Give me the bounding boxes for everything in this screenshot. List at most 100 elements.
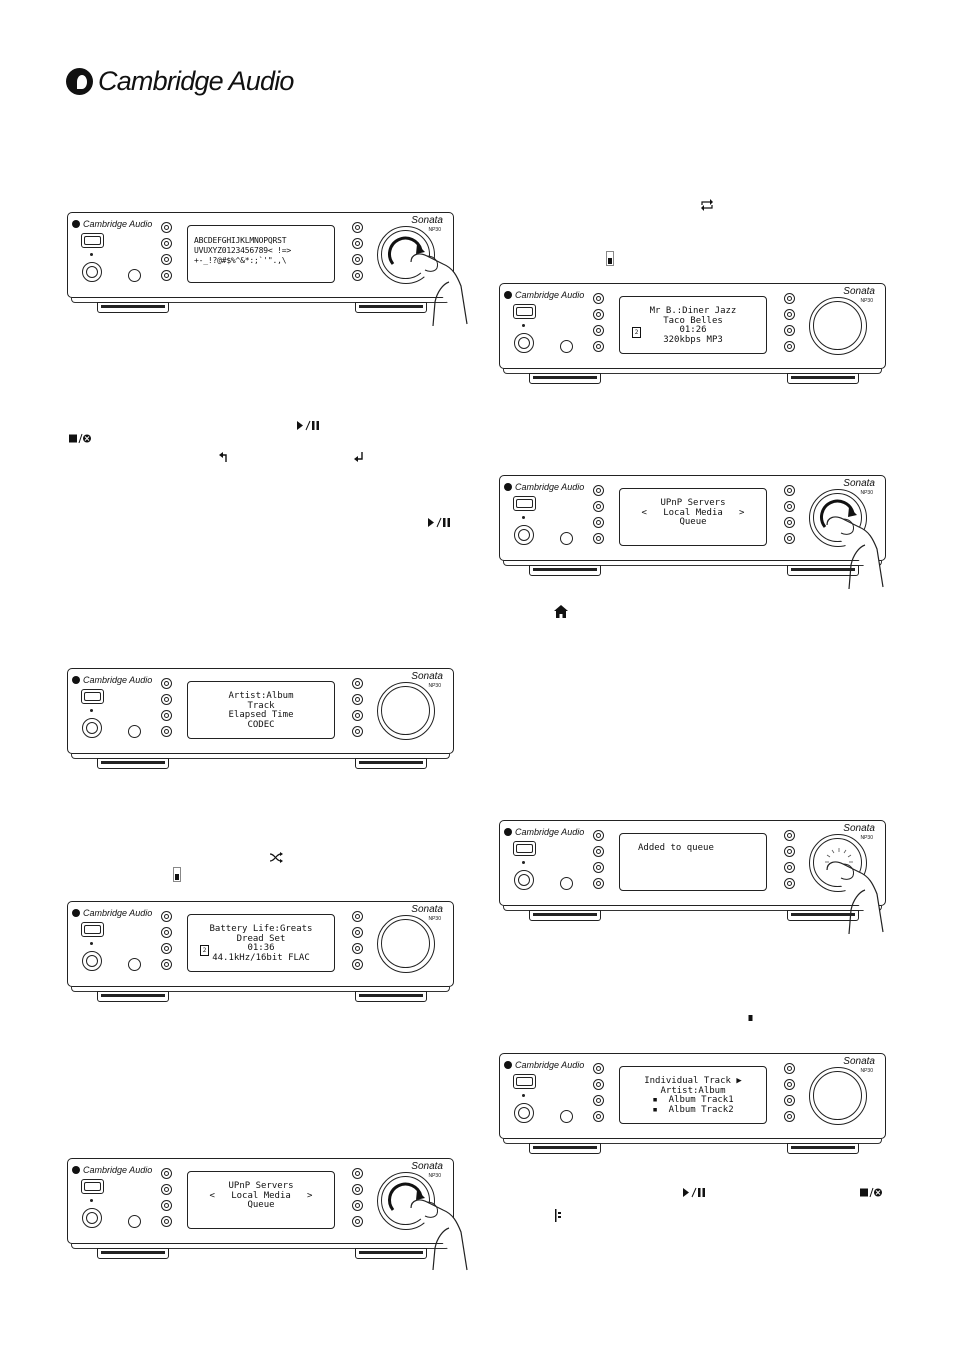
press-dial-icon (825, 848, 853, 863)
right-nav-buttons[interactable] (352, 1168, 363, 1232)
np30-unit-added-to-queue: Cambridge Audio Sonata NP30 Added to que… (499, 820, 886, 935)
unit-series: Sonata (411, 1161, 443, 1172)
standby-button[interactable] (513, 1074, 536, 1089)
display-text: ABCDEFGHIJKLMNOPQRST UVUXYZ0123456789< !… (194, 236, 291, 265)
rotate-arrow-icon (388, 236, 425, 265)
headphone-jack (514, 870, 534, 890)
standby-button[interactable] (513, 841, 536, 856)
unit-model: NP30 (860, 1068, 873, 1074)
unit-model: NP30 (860, 298, 873, 304)
display-text: UPnP Servers < Local Media > Queue (641, 498, 745, 528)
rotary-dial[interactable] (809, 834, 867, 892)
standby-led (522, 1094, 525, 1097)
unit-foot (97, 1248, 169, 1259)
standby-led (522, 516, 525, 519)
unit-series: Sonata (843, 823, 875, 834)
rotary-dial[interactable] (809, 489, 867, 547)
left-preset-buttons[interactable] (593, 485, 604, 549)
shuffle-status-icon (173, 867, 181, 882)
standby-button[interactable] (513, 304, 536, 319)
unit-foot (787, 565, 859, 576)
standby-button[interactable] (81, 233, 104, 248)
repeat-status-indicator: 2 (632, 327, 641, 338)
standby-button[interactable] (81, 1179, 104, 1194)
standby-button[interactable] (513, 496, 536, 511)
right-nav-buttons[interactable] (784, 293, 795, 357)
unit-foot (355, 302, 427, 313)
ir-sensor (128, 1215, 141, 1228)
unit-brand: Cambridge Audio (72, 1165, 152, 1175)
np30-unit-menu-rotate-right: Cambridge Audio Sonata NP30 UPnP Servers… (499, 475, 886, 590)
left-preset-buttons[interactable] (593, 293, 604, 357)
headphone-jack (82, 262, 102, 282)
right-nav-buttons[interactable] (352, 911, 363, 975)
stop-delete-icon (68, 431, 92, 444)
right-nav-buttons[interactable] (784, 485, 795, 549)
hand-pointer-icon (826, 516, 884, 590)
unit-brand: Cambridge Audio (72, 908, 152, 918)
rotary-dial[interactable] (377, 682, 435, 740)
standby-led (90, 942, 93, 945)
np30-unit-now-playing-layout: Cambridge Audio Sonata NP30 Artist:Album… (67, 668, 454, 769)
left-preset-buttons[interactable] (593, 830, 604, 894)
rotate-arrow-icon (388, 1182, 425, 1211)
hand-pointer-icon (410, 1199, 468, 1271)
rotary-dial[interactable] (377, 226, 435, 284)
unit-foot (529, 910, 601, 921)
stop-delete-icon (859, 1185, 883, 1198)
lcd-display: Individual Track ▶ Artist:Album ▪ Album … (619, 1066, 767, 1124)
shuffle-status-indicator: 2 (200, 945, 209, 956)
unit-front-panel: Cambridge Audio Sonata NP30 Artist:Album… (67, 668, 454, 759)
lcd-display: Mr B.:Diner Jazz Taco Belles 01:26 320kb… (619, 296, 767, 354)
unit-front-panel: Cambridge Audio Sonata NP30 UPnP Servers… (499, 475, 886, 566)
right-nav-buttons[interactable] (784, 1063, 795, 1127)
right-nav-buttons[interactable] (352, 222, 363, 286)
enter-icon (354, 450, 364, 463)
rotary-dial[interactable] (809, 297, 867, 355)
lcd-display: Added to queue (619, 833, 767, 891)
display-text: Added to queue (638, 843, 714, 853)
standby-led (90, 709, 93, 712)
display-text: Battery Life:Greats Dread Set 01:36 44.1… (209, 924, 313, 963)
right-nav-buttons[interactable] (352, 678, 363, 742)
ir-sensor (128, 958, 141, 971)
left-preset-buttons[interactable] (161, 911, 172, 975)
play-pause-icon (427, 515, 451, 528)
standby-button[interactable] (81, 689, 104, 704)
ir-sensor (128, 269, 141, 282)
rotary-dial[interactable] (809, 1067, 867, 1125)
unit-model: NP30 (428, 916, 441, 922)
shuffle-icon (270, 850, 283, 863)
unit-front-panel: Cambridge Audio Sonata NP30 Added to que… (499, 820, 886, 911)
repeat-icon (700, 198, 714, 211)
unit-foot (355, 1248, 427, 1259)
logo-mark-icon (66, 67, 93, 95)
unit-model: NP30 (428, 683, 441, 689)
np30-unit-shuffle-playing: Cambridge Audio Sonata NP30 Battery Life… (67, 901, 454, 1002)
unit-front-panel: Cambridge Audio Sonata NP30 ABCDEFGHIJKL… (67, 212, 454, 303)
left-preset-buttons[interactable] (161, 678, 172, 742)
unit-front-panel: Cambridge Audio Sonata NP30 Mr B.:Diner … (499, 283, 886, 374)
np30-unit-repeat-playing: Cambridge Audio Sonata NP30 Mr B.:Diner … (499, 283, 886, 384)
display-text: Individual Track ▶ Artist:Album ▪ Album … (644, 1076, 742, 1115)
lcd-display: UPnP Servers < Local Media > Queue (187, 1171, 335, 1229)
headphone-jack (514, 1103, 534, 1123)
home-icon (554, 604, 568, 618)
np30-unit-character-entry: Cambridge Audio Sonata NP30 ABCDEFGHIJKL… (67, 212, 468, 327)
left-preset-buttons[interactable] (161, 1168, 172, 1232)
headphone-jack (82, 718, 102, 738)
display-text: Artist:Album Track Elapsed Time CODEC (228, 691, 294, 730)
right-nav-buttons[interactable] (784, 830, 795, 894)
lcd-display: UPnP Servers < Local Media > Queue (619, 488, 767, 546)
unit-series: Sonata (411, 215, 443, 226)
unit-brand: Cambridge Audio (504, 290, 584, 300)
rotary-dial[interactable] (377, 1172, 435, 1230)
cambridge-audio-logo: Cambridge Audio (66, 64, 294, 98)
headphone-jack (514, 525, 534, 545)
left-preset-buttons[interactable] (593, 1063, 604, 1127)
unit-model: NP30 (860, 835, 873, 841)
left-preset-buttons[interactable] (161, 222, 172, 286)
rotary-dial[interactable] (377, 915, 435, 973)
standby-button[interactable] (81, 922, 104, 937)
unit-brand: Cambridge Audio (72, 675, 152, 685)
